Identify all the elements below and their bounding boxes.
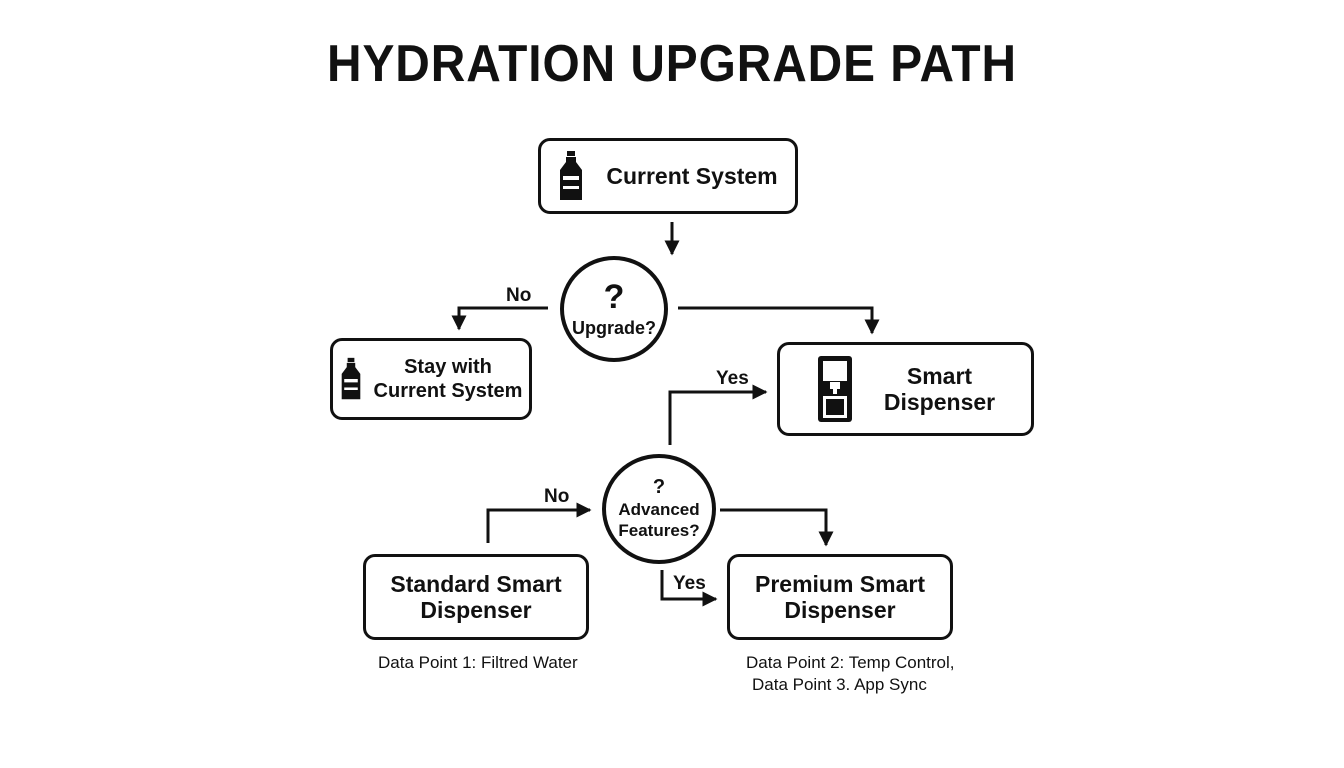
decision-upgrade: ? Upgrade? (560, 256, 668, 362)
decision-upgrade-label: Upgrade? (571, 317, 656, 338)
note-premium-line2: Data Point 3. App Sync (752, 675, 927, 694)
decision-advanced-line2: Features? (618, 521, 700, 540)
arrow-advanced-right (720, 508, 834, 547)
question-mark: ? (652, 476, 666, 498)
node-smart-dispenser: Smart Dispenser (777, 342, 1034, 436)
arrow-upgrade-right (678, 306, 880, 335)
arrow-upgrade-yes (668, 384, 768, 445)
node-current-system-label: Current System (606, 163, 778, 189)
node-premium-line2: Dispenser (784, 597, 896, 623)
arrow-upgrade-no (451, 306, 548, 331)
arrow-advanced-no (486, 502, 592, 543)
water-bottle-icon (560, 151, 583, 200)
edge-label-advanced-yes: Yes (673, 573, 706, 594)
question-mark: ? (603, 277, 625, 316)
note-standard: Data Point 1: Filtred Water (378, 653, 578, 672)
edge-label-upgrade-yes: Yes (716, 368, 749, 389)
node-premium-line1: Premium Smart (754, 571, 925, 597)
arrow-advanced-yes (660, 570, 718, 607)
node-current-system: Current System (538, 138, 798, 214)
node-standard-smart-dispenser: Standard Smart Dispenser (363, 554, 589, 640)
node-standard-line1: Standard Smart (390, 571, 562, 597)
edge-label-upgrade-no: No (506, 285, 532, 306)
water-dispenser-icon (817, 356, 852, 422)
decision-advanced-features: ? Advanced Features? (602, 454, 716, 564)
decision-advanced-line1: Advanced (618, 500, 700, 519)
node-stay-with-current-system: Stay with Current System (330, 338, 532, 420)
node-stay-line2: Current System (373, 380, 523, 402)
water-bottle-icon (341, 357, 360, 400)
node-premium-smart-dispenser: Premium Smart Dispenser (727, 554, 953, 640)
node-smart-line1: Smart (906, 363, 973, 389)
edge-label-advanced-no: No (544, 486, 570, 507)
node-stay-line1: Stay with (404, 356, 492, 378)
node-smart-line2: Dispenser (883, 389, 996, 415)
diagram-title: HYDRATION UPGRADE PATH (327, 35, 1017, 93)
note-premium-line1: Data Point 2: Temp Control, (746, 653, 955, 672)
node-standard-line2: Dispenser (420, 597, 532, 623)
